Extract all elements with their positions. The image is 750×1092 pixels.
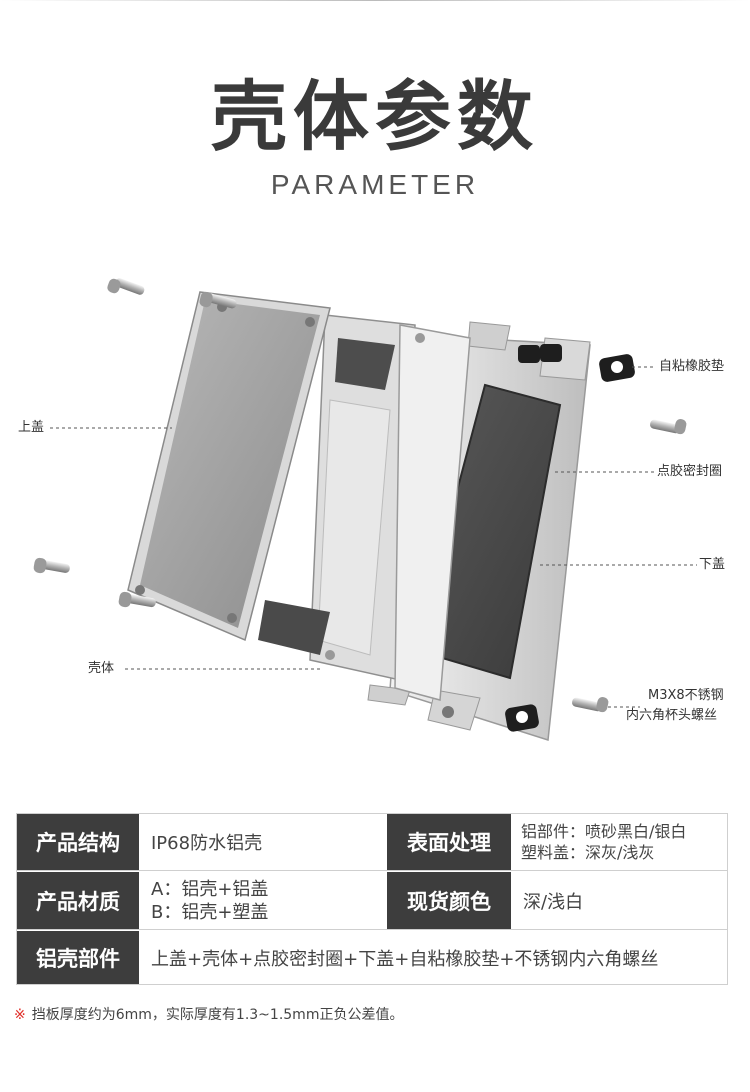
screw-icon (107, 278, 145, 295)
spec-value-surface-line2: 塑料盖：深灰/浅灰 (521, 843, 655, 862)
spec-value-material-line2: B：铝壳+塑盖 (151, 901, 269, 923)
callout-bottom-cover: 下盖 (699, 557, 726, 572)
rubber-pad-icon (518, 344, 562, 363)
spec-value-surface-line1: 铝部件：喷砂黑白/银白 (521, 822, 687, 841)
spec-label-material: 产品材质 (17, 872, 139, 929)
page-subtitle: PARAMETER (270, 169, 480, 200)
screw-icon (33, 557, 70, 574)
callout-shell: 壳体 (88, 661, 115, 676)
top-cover-part (127, 291, 331, 642)
shell-part (258, 314, 471, 701)
spec-row: 铝壳部件 上盖+壳体+点胶密封圈+下盖+自粘橡胶垫+不锈钢内六角螺丝 (17, 931, 727, 984)
note-mark-icon: ※ (14, 1007, 26, 1023)
callout-seal-ring: 点胶密封圈 (657, 464, 723, 479)
rubber-pad-icon (505, 704, 539, 732)
spec-value-structure: IP68防水铝壳 (151, 833, 263, 854)
callout-top-cover: 上盖 (18, 420, 45, 435)
spec-label-surface: 表面处理 (387, 814, 511, 870)
exploded-enclosure-diagram: 上盖 壳体 自粘橡胶垫 点胶密封圈 下盖 M3X8不锈钢 内六角杯头螺丝 (0, 240, 750, 780)
screw-icon (118, 591, 156, 608)
screw-icon (572, 697, 609, 713)
screw-icon (199, 291, 237, 309)
screw-icon (650, 419, 687, 435)
enclosure-illustration (33, 278, 697, 741)
rubber-pad-icon (599, 354, 635, 382)
leader-lines (50, 366, 697, 708)
spec-value-color: 深/浅白 (523, 891, 584, 913)
top-divider-line (0, 0, 750, 1)
page-title: 壳体参数 (211, 72, 539, 161)
callout-rubber-pad: 自粘橡胶垫 (659, 359, 725, 374)
callout-screw-line1: M3X8不锈钢 (648, 688, 724, 703)
spec-value-material-line1: A：铝壳+铝盖 (151, 878, 269, 900)
spec-value-parts: 上盖+壳体+点胶密封圈+下盖+自粘橡胶垫+不锈钢内六角螺丝 (151, 948, 659, 970)
note-text: 挡板厚度约为6mm，实际厚度有1.3~1.5mm正负公差值。 (31, 1007, 404, 1023)
spec-label-parts: 铝壳部件 (17, 931, 139, 984)
spec-label-structure: 产品结构 (17, 814, 139, 870)
spec-label-color: 现货颜色 (387, 872, 511, 929)
spec-row: 产品材质 A：铝壳+铝盖 B：铝壳+塑盖 现货颜色 深/浅白 (17, 872, 727, 930)
callout-screw-line2: 内六角杯头螺丝 (626, 708, 718, 723)
spec-value-surface: 铝部件：喷砂黑白/银白 塑料盖：深灰/浅灰 (511, 814, 727, 870)
spec-row: 产品结构 IP68防水铝壳 表面处理 铝部件：喷砂黑白/银白 塑料盖：深灰/浅灰 (17, 814, 727, 871)
spec-table: 产品结构 IP68防水铝壳 表面处理 铝部件：喷砂黑白/银白 塑料盖：深灰/浅灰… (16, 813, 728, 985)
spec-value-material: A：铝壳+铝盖 B：铝壳+塑盖 (139, 872, 387, 929)
footnote: ※ 挡板厚度约为6mm，实际厚度有1.3~1.5mm正负公差值。 (14, 1004, 403, 1024)
